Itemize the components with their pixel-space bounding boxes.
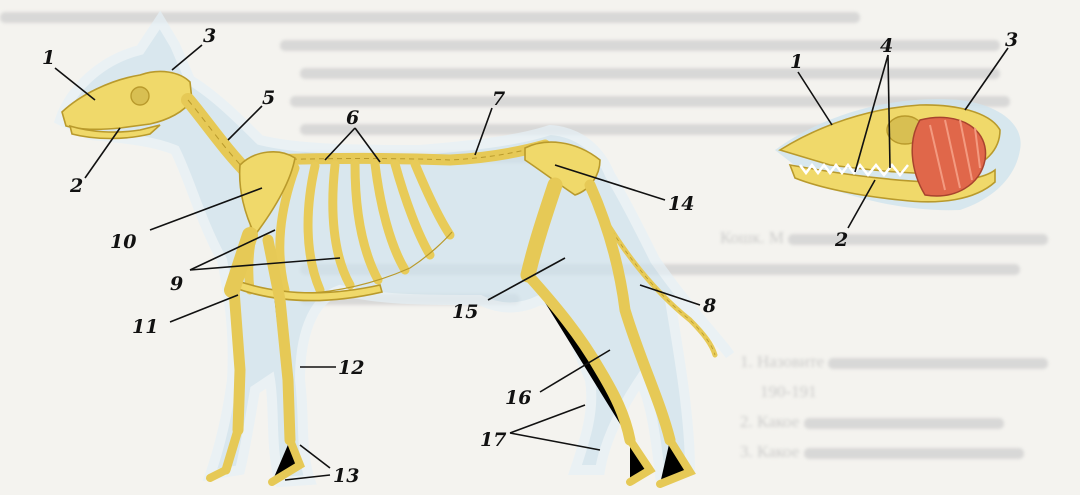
label-skull-2: 2 (834, 229, 848, 251)
label-dog-5: 5 (262, 87, 275, 109)
label-dog-2: 2 (69, 175, 83, 197)
skull-diagram (775, 99, 1021, 210)
label-dog-17: 17 (480, 429, 506, 451)
label-dog-10: 10 (110, 231, 136, 253)
label-dog-13: 13 (333, 465, 359, 487)
label-dog-7: 7 (492, 88, 505, 110)
label-dog-1: 1 (42, 47, 55, 69)
label-dog-11: 11 (132, 316, 158, 338)
label-dog-3: 3 (203, 25, 216, 47)
label-skull-3: 3 (1005, 29, 1018, 51)
label-dog-8: 8 (702, 295, 716, 317)
label-dog-9: 9 (170, 273, 183, 295)
label-dog-12: 12 (338, 357, 364, 379)
dog-eye-socket (131, 87, 149, 105)
leader-dog-17a (510, 405, 585, 433)
label-dog-15: 15 (452, 301, 478, 323)
leader-skull-1 (798, 72, 832, 125)
label-skull-4: 4 (880, 35, 893, 57)
label-skull-1: 1 (790, 51, 803, 73)
label-dog-14: 14 (668, 193, 694, 215)
leader-skull-3 (965, 48, 1008, 110)
label-dog-6: 6 (346, 107, 359, 129)
label-dog-16: 16 (505, 387, 531, 409)
